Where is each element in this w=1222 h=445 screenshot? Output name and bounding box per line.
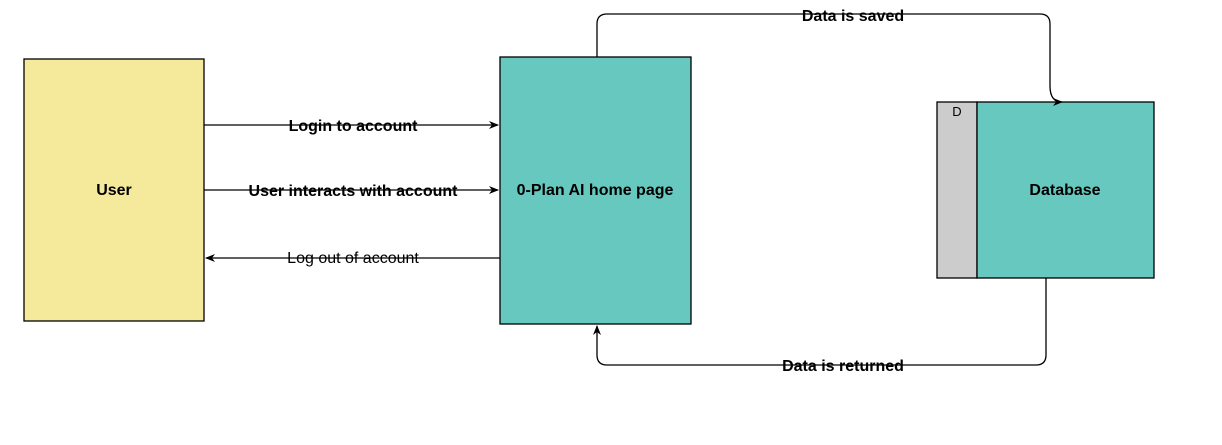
edge-interacts-label: User interacts with account [249, 183, 459, 200]
database-id-cell [936, 101, 978, 279]
edge-saved-line [596, 13, 1063, 106]
edge-logout-label: Log out of account [287, 250, 419, 267]
edge-returned[interactable]: Data is returned [593, 278, 1047, 375]
user-box [23, 58, 205, 322]
edge-saved[interactable]: Data is saved [596, 8, 1063, 106]
homepage-box [499, 56, 692, 325]
user-label: User [96, 182, 132, 199]
database-store[interactable]: D Database [936, 101, 1155, 279]
edge-login[interactable]: Login to account [204, 118, 499, 135]
edge-interacts[interactable]: User interacts with account [204, 183, 499, 200]
edge-login-label: Login to account [289, 118, 419, 135]
database-label: Database [1029, 182, 1100, 199]
edge-returned-label: Data is returned [782, 358, 904, 375]
homepage-label: 0-Plan AI home page [517, 182, 674, 199]
edge-returned-line [593, 278, 1047, 366]
edge-saved-label: Data is saved [802, 8, 904, 25]
homepage-process[interactable]: 0-Plan AI home page [499, 56, 692, 325]
database-id-label: D [952, 104, 961, 119]
edge-logout[interactable]: Log out of account [205, 250, 500, 267]
database-box [976, 101, 1155, 279]
user-entity[interactable]: User [23, 58, 205, 322]
